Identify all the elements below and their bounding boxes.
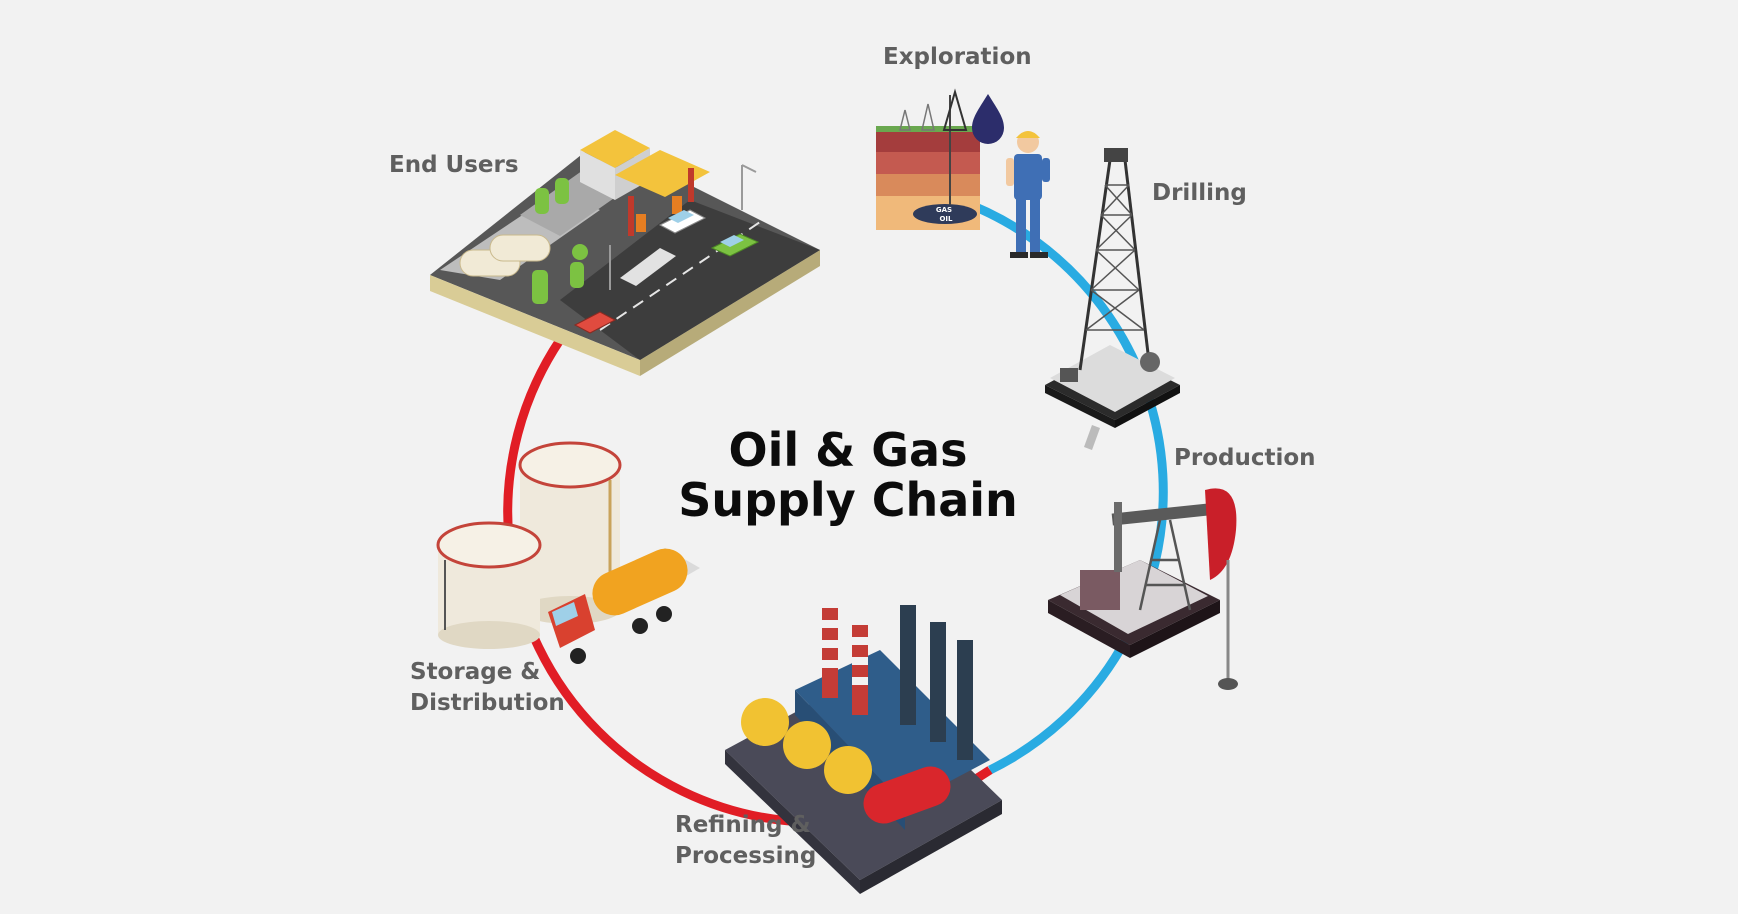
oil-drop-icon: [972, 94, 1004, 144]
storage-tanks-small: [459, 234, 551, 277]
chimneys: [822, 605, 973, 760]
stage-label-drilling: Drilling: [1152, 180, 1247, 206]
storage-line-2: Distribution: [410, 690, 565, 716]
stage-label-production: Production: [1174, 445, 1316, 471]
small-derricks: [899, 88, 968, 131]
tanker-truck-illustration: [548, 548, 700, 664]
stage-label-end-users: End Users: [389, 152, 519, 178]
car-white: [658, 209, 707, 234]
end-users-gas-station-illustration: [430, 130, 820, 376]
storage-line-1: Storage &: [410, 659, 541, 685]
refining-line-1: Refining &: [675, 812, 811, 838]
spherical-tanks: [741, 698, 872, 794]
drilling-rig-illustration: [1045, 148, 1180, 450]
diagram-title: Oil & Gas Supply Chain: [600, 425, 1096, 525]
refinery-illustration: [725, 605, 1002, 894]
gas-layer-label: GAS: [936, 206, 952, 214]
car-red: [573, 311, 617, 334]
horsehead: [1205, 488, 1237, 580]
refining-line-2: Processing: [675, 843, 817, 869]
production-pumpjack-illustration: [1048, 488, 1238, 690]
car-green: [710, 233, 760, 257]
storage-tanks-illustration: [436, 441, 622, 649]
stage-label-exploration: Exploration: [883, 44, 1032, 70]
stage-label-refining: Refining & Processing: [675, 810, 816, 872]
worker-figure: [1006, 131, 1050, 258]
earth-cross-section: GAS OIL: [876, 95, 980, 230]
title-line-1: Oil & Gas: [728, 423, 968, 477]
title-line-2: Supply Chain: [678, 473, 1018, 527]
oil-layer-label: OIL: [939, 215, 953, 223]
exploration-illustration: GAS OIL: [876, 88, 1050, 258]
trees: [532, 178, 588, 304]
horizontal-tank: [863, 766, 951, 824]
stage-label-storage: Storage & Distribution: [410, 657, 565, 719]
upstream-arc: [956, 195, 1168, 775]
